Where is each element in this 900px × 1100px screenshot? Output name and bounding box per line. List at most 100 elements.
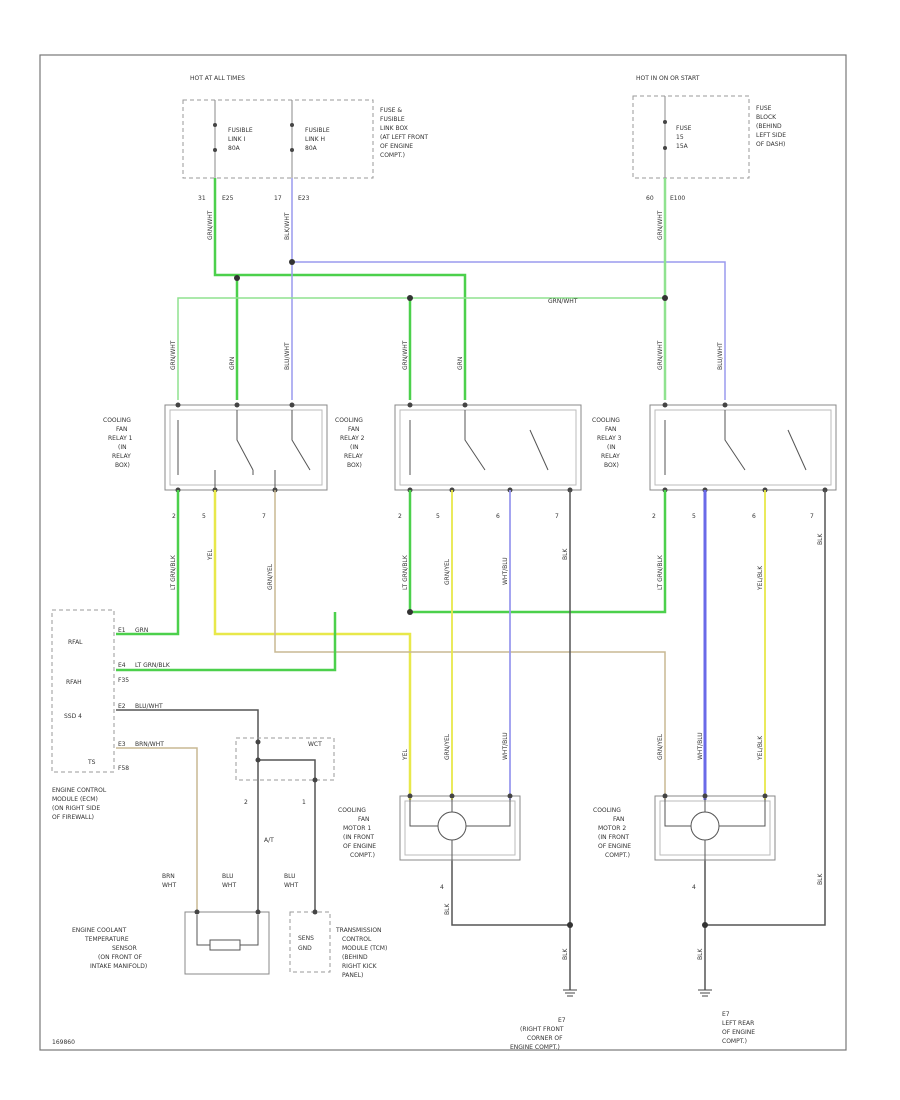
relay3-pin-7: 7 [810, 513, 814, 520]
ground-e7-left-rear: E7 LEFT REAR OF ENGINE COMPT.) [698, 989, 755, 1045]
ground-e7-line1: E7 [558, 1017, 566, 1024]
brn-wht-left-1: BRN [162, 873, 175, 880]
tcm-gnd: GND [298, 945, 312, 952]
ecm-pin-ts: TS [87, 759, 96, 766]
fuse-block-note-4: LEFT SIDE [756, 132, 786, 139]
relay2-line6: BOX) [347, 462, 362, 469]
pin-17: 17 [274, 195, 282, 202]
ect-sensor-line3: SENSOR [112, 945, 137, 952]
relay3-line4: (IN [607, 444, 616, 451]
ground-e7-right-front: E7 (RIGHT FRONT CORNER OF ENGINE COMPT.) [510, 989, 577, 1051]
relay3-pin-2: 2 [652, 513, 656, 520]
top-wires [177, 178, 726, 400]
wct-pin-1: 1 [302, 799, 306, 806]
pin-e25: E25 [222, 195, 234, 202]
ground-e7-line2: (RIGHT FRONT [520, 1026, 564, 1033]
fuse-block-note-5: OF DASH) [756, 141, 785, 148]
diagram-frame [39, 54, 847, 1051]
pin-31: 31 [198, 195, 206, 202]
ground-e7b-line1: E7 [722, 1011, 730, 1018]
relay3-line5: RELAY [601, 453, 620, 460]
wire-label-blk-4: BLK [444, 903, 451, 915]
motor2-line5: OF ENGINE [598, 843, 631, 850]
relay1-line1: COOLING [103, 417, 131, 424]
wire-label-blk-wht-1: BLK/WHT [284, 212, 291, 240]
ecm-pin-f35: F35 [118, 677, 129, 684]
relay2-line5: RELAY [344, 453, 363, 460]
motor1-pin-4: 4 [440, 884, 444, 891]
motor2-line3: MOTOR 2 [598, 825, 626, 832]
tcm-line6: PANEL) [342, 972, 363, 979]
ecm-pin-e4: E4 [118, 662, 126, 669]
lower-wires [116, 490, 826, 990]
wire-label-grn-wht-horizontal: GRN/WHT [548, 298, 578, 305]
ect-sensor-line5: INTAKE MANIFOLD) [90, 963, 147, 970]
fuse-box-note-1: FUSE & [380, 107, 402, 114]
relay2-line3: RELAY 2 [340, 435, 365, 442]
fuse-block-note-3: (BEHIND [756, 123, 782, 130]
diagram-code: 169860 [52, 1039, 75, 1046]
ecm-pin-rfal: RFAL [68, 639, 83, 646]
fuse-box-note-2: FUSIBLE [380, 116, 405, 123]
cooling-fan-motor-1: COOLING FAN MOTOR 1 (IN FRONT OF ENGINE … [338, 793, 521, 891]
splice-4 [662, 295, 668, 301]
hot-at-all-times-label: HOT AT ALL TIMES [190, 75, 245, 82]
relay1-line3: RELAY 1 [108, 435, 133, 442]
relay3-pin-6: 6 [752, 513, 756, 520]
tcm-line5: RIGHT KICK [342, 963, 378, 970]
engine-control-module: RFAL RFAH SSD 4 TS E1 E4 F35 E2 E3 F58 G… [51, 609, 171, 821]
fuse-box-note-5: OF ENGINE [380, 143, 413, 150]
at-label: A/T [264, 837, 274, 844]
relay1-line6: BOX) [115, 462, 130, 469]
brn-wht-left-2: WHT [162, 882, 176, 889]
engine-coolant-temperature-sensor: ENGINE COOLANT TEMPERATURE SENSOR (ON FR… [72, 909, 270, 975]
motor2-line1: COOLING [593, 807, 621, 814]
relay3-line1: COOLING [592, 417, 620, 424]
wire-label-lt-grn-blk-2: LT GRN/BLK [402, 554, 409, 590]
motor2-line2: FAN [613, 816, 625, 823]
ground-e7-line3: CORNER OF [527, 1035, 563, 1042]
wire-label-yel-blk-1: YEL/BLK [757, 565, 764, 591]
motor1-line3: MOTOR 1 [343, 825, 371, 832]
relay2-pin-6: 6 [496, 513, 500, 520]
motor1-line5: OF ENGINE [343, 843, 376, 850]
wire-label-blk-1: BLK [562, 548, 569, 560]
fuse-block-note-1: FUSE [756, 105, 772, 112]
pin-60: 60 [646, 195, 654, 202]
fusible-link-i-line3: 80A [228, 145, 241, 152]
ecm-wire-blu-wht: BLU/WHT [135, 703, 163, 710]
fusible-link-h-line1: FUSIBLE [305, 127, 330, 134]
ecm-pin-f58: F58 [118, 765, 129, 772]
relay1-line4: (IN [118, 444, 127, 451]
relay2-line2: FAN [348, 426, 360, 433]
motor2-line4: (IN FRONT [598, 834, 629, 841]
ground-e7-line4: ENGINE COMPT.) [510, 1044, 560, 1051]
motor1-line6: COMPT.) [350, 852, 375, 859]
wire-label-yel-2: YEL [402, 749, 409, 761]
wire-label-lt-grn-blk-3: LT GRN/BLK [657, 554, 664, 590]
ecm-pin-e2: E2 [118, 703, 126, 710]
ecm-wire-brn-wht: BRN/WHT [135, 741, 164, 748]
cooling-fan-relay-3: COOLING FAN RELAY 3 (IN RELAY BOX) 2 5 6… [592, 402, 837, 520]
fuse-box-note-4: (AT LEFT FRONT [380, 134, 428, 141]
fuse-link-box: HOT AT ALL TIMES FUSIBLE LINK I 80A FUSI… [182, 75, 428, 202]
wire-label-yel-blk-2: YEL/BLK [757, 735, 764, 761]
ect-sensor-line2: TEMPERATURE [84, 936, 129, 943]
wire-label-lt-grn-blk-1: LT GRN/BLK [170, 554, 177, 590]
cooling-fan-relay-2: COOLING FAN RELAY 2 (IN RELAY BOX) 2 5 6… [335, 402, 582, 520]
pin-e100: E100 [670, 195, 685, 202]
blu-wht-right-1: BLU [284, 873, 296, 880]
ecm-label-4: OF FIREWALL) [52, 814, 94, 821]
splice-5 [407, 609, 413, 615]
fuse-box-note-6: COMPT.) [380, 152, 405, 159]
tcm-sens: SENS [298, 935, 314, 942]
wire-label-yel-1: YEL [207, 549, 214, 561]
wire-label-wht-blu-3: WHT/BLU [697, 732, 704, 760]
relay2-pin-7: 7 [555, 513, 559, 520]
ecm-pin-e1: E1 [118, 627, 126, 634]
splice-2 [289, 259, 295, 265]
wire-label-blu-wht-r1c: BLU/WHT [284, 342, 291, 370]
wire-label-blu-wht-r3b: BLU/WHT [717, 342, 724, 370]
wire-label-wht-blu-2: WHT/BLU [502, 732, 509, 760]
